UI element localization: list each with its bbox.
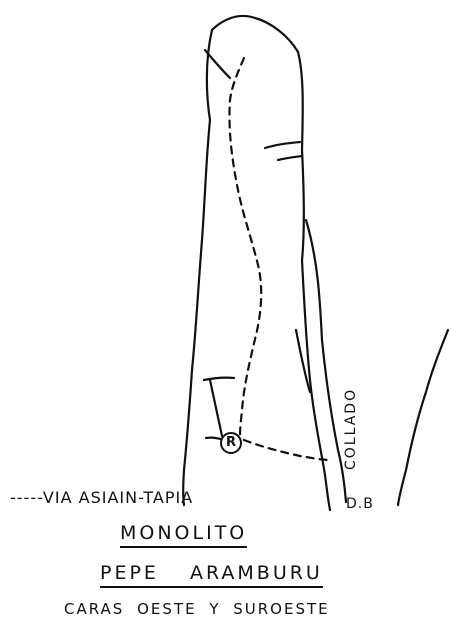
belay-station-marker: R xyxy=(220,432,242,454)
crack-upper xyxy=(265,142,300,148)
monolith-left-outline xyxy=(183,30,212,505)
route-legend: -----VIA ASIAIN-TAPIA xyxy=(10,488,193,507)
ledge-left xyxy=(204,378,234,380)
collado-edge xyxy=(398,330,448,505)
rock-face-detail xyxy=(205,50,230,78)
faces-subtitle: CARAS OESTE Y SUROESTE xyxy=(64,600,330,618)
ledge-left-crack xyxy=(210,380,222,436)
title-monolito: MONOLITO xyxy=(120,522,247,548)
collado-label: COLLADO xyxy=(343,388,359,470)
title-pepe-aramburu: PEPE ARAMBURU xyxy=(100,562,323,588)
route-asiain-tapia-dashed-line xyxy=(229,58,261,436)
monolith-right-outline xyxy=(298,52,330,510)
db-label: D.B xyxy=(346,496,374,512)
monolith-summit xyxy=(212,16,298,52)
route-traverse-dashed-line xyxy=(244,440,330,460)
crack-middle xyxy=(278,156,302,160)
